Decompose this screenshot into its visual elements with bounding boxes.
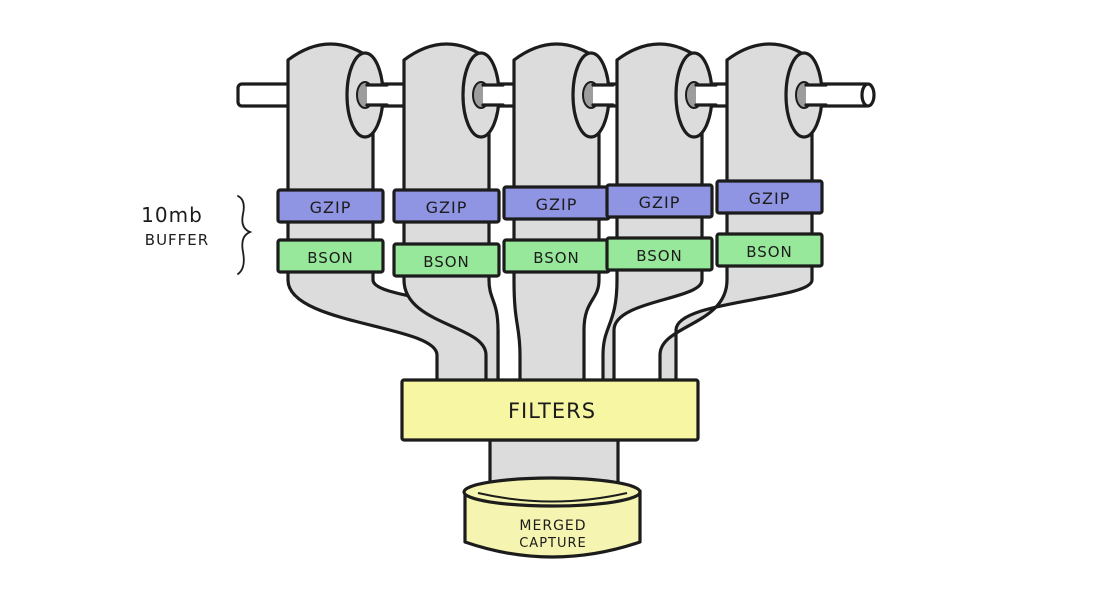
bson-band (276, 238, 385, 274)
roll-core (674, 51, 718, 139)
bson-band (715, 232, 824, 268)
paper-roll: GZIP BSON (502, 42, 615, 383)
merged-capture-line1: MERGED (519, 518, 586, 534)
filters-block: FILTERS (400, 378, 700, 442)
bson-band (605, 236, 714, 272)
paper-roll: GZIP BSON (601, 42, 718, 383)
filters-label: FILTERS (508, 399, 596, 423)
gzip-label: GZIP (426, 198, 468, 217)
gzip-label: GZIP (749, 189, 791, 208)
gzip-label: GZIP (639, 193, 681, 212)
gzip-band (605, 183, 714, 219)
merged-capture-cup: MERGED CAPTURE (462, 476, 642, 559)
roll-core (571, 51, 615, 139)
paper-roll: GZIP BSON (658, 42, 828, 383)
bson-label: BSON (423, 253, 470, 271)
gzip-band (715, 179, 824, 215)
paper-rolls: GZIP BSON GZIP BSON GZIP BSON GZIP BSON GZIP BSON (276, 42, 828, 383)
buffer-size: 10mb (141, 203, 203, 227)
buffer-annotation: 10mb BUFFER (141, 195, 253, 275)
bson-label: BSON (636, 247, 683, 265)
paper-roll: GZIP BSON (392, 42, 505, 383)
gzip-label: GZIP (310, 198, 352, 217)
roll-core (784, 51, 828, 139)
bson-label: BSON (307, 249, 354, 267)
merged-capture-line2: CAPTURE (519, 536, 587, 551)
roll-core (345, 51, 389, 139)
gzip-label: GZIP (536, 195, 578, 214)
buffer-brace (237, 195, 253, 275)
bson-band (392, 242, 501, 278)
roll-core (461, 51, 505, 139)
gzip-band (392, 188, 501, 224)
paper-roll: GZIP BSON (276, 42, 500, 383)
bson-label: BSON (746, 243, 793, 261)
buffer-label: BUFFER (145, 231, 209, 249)
bson-label: BSON (533, 249, 580, 267)
gzip-band (276, 188, 385, 224)
